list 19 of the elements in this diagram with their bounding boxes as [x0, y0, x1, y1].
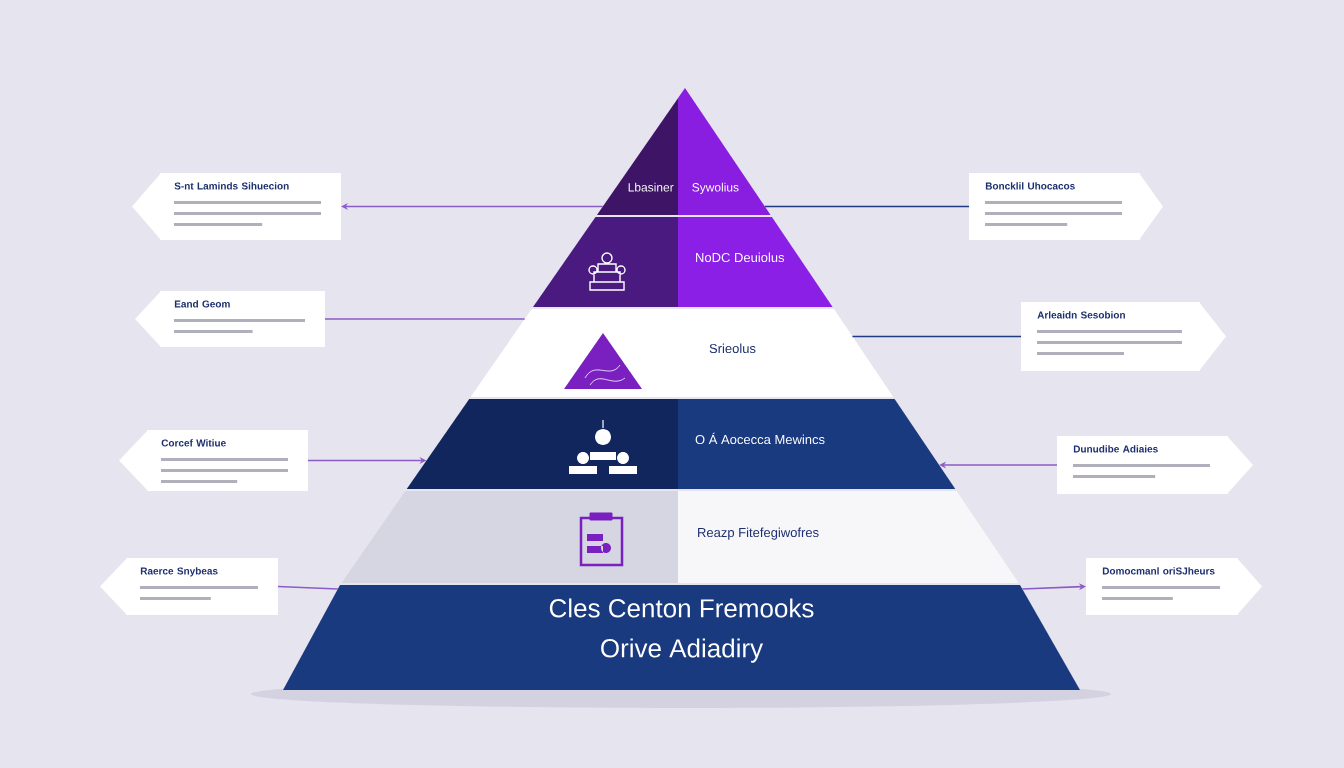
callout-card: Eand Geom: [135, 291, 325, 347]
callout-card: S-nt Laminds Sihuecion: [132, 173, 341, 240]
callout-card: Domocmanl oriSJheurs: [1086, 558, 1262, 615]
node-label: Sywolius: [692, 182, 739, 194]
callout-card: Arleaidn Sesobion: [1021, 302, 1226, 371]
callout-card: Boncklil Uhocacos: [969, 173, 1163, 240]
node-label: NoDC Deuiolus: [696, 252, 785, 263]
callout-card: Corcef Witiue: [119, 430, 308, 491]
callout-card: Raerce Snybeas: [100, 558, 278, 615]
callout-card: Dunudibe Adiaies: [1057, 436, 1253, 494]
node-label: Reazp Fitefegiwofres: [698, 527, 819, 540]
connector: [764, 205, 970, 208]
connector: [277, 585, 339, 590]
pyramid-tier: Cles Centon Fremooks Orive Adiadiry: [283, 585, 1080, 690]
connector: [851, 335, 1022, 338]
pyramid-tier: Reazp Fitefegiwofres: [341, 491, 1019, 583]
connector: [324, 318, 526, 320]
node-label: O Á Aocecca Mewincs: [695, 432, 825, 445]
node-label: Srieolus: [709, 343, 756, 354]
